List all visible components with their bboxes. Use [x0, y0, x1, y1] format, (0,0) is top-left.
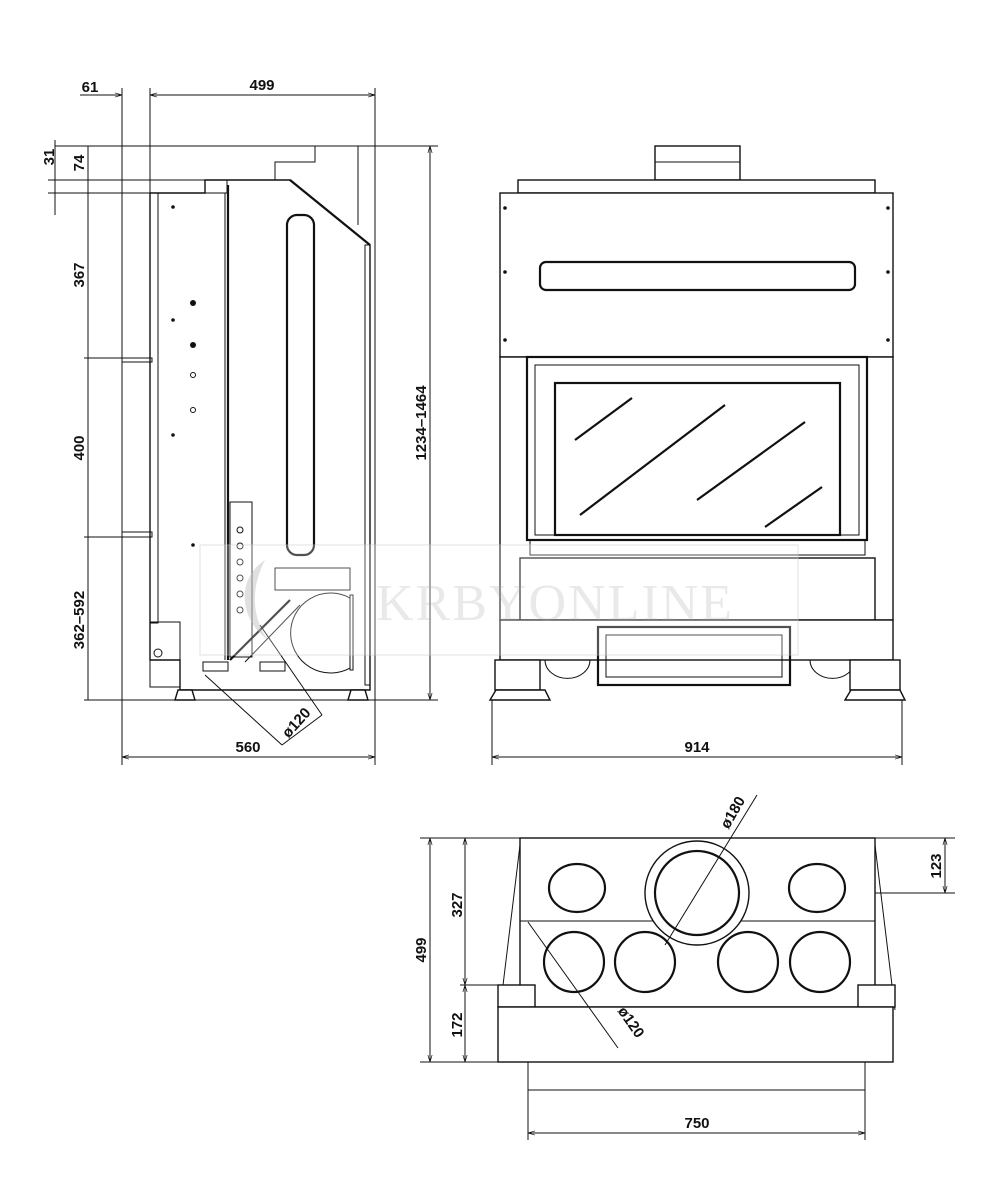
side-window-slot: [285, 213, 316, 557]
leader-180: [664, 794, 758, 946]
front-view: 914: [488, 145, 907, 765]
top-lower-box: [497, 1006, 894, 1063]
dim-label-499: 499: [249, 77, 274, 94]
dim-label-400: 400: [71, 435, 88, 460]
top-port: [716, 930, 780, 994]
dim-label-123: 123: [928, 853, 945, 878]
top-view: 499 327 172 123 ø180 ø120 750: [413, 794, 955, 1140]
dim-label-172: 172: [449, 1012, 466, 1037]
leader-120: [527, 921, 619, 1049]
dim-label-74: 74: [71, 154, 88, 171]
top-port-small: [787, 862, 847, 914]
dim-label-top-499: 499: [413, 937, 430, 962]
top-front-frame: [527, 1061, 866, 1091]
top-side-braces: [499, 844, 896, 1011]
front-glass: [553, 381, 842, 537]
side-foot-left: [174, 689, 196, 701]
dim-label-750: 750: [684, 1115, 709, 1132]
front-flue-collar: [654, 145, 741, 181]
side-view: 61 499 31 74 367 400 362–592 1234–1464 5…: [41, 77, 438, 765]
dim-label-1234-1464: 1234–1464: [413, 385, 430, 461]
dim-label-362-592: 362–592: [71, 591, 88, 649]
dim-label-560: 560: [235, 739, 260, 756]
dim-label-side-duct: ø120: [279, 705, 315, 742]
front-lower-box: [519, 557, 876, 621]
dim-label-31: 31: [41, 149, 58, 166]
side-connector-box: [274, 567, 351, 591]
top-flue-outlet: [653, 849, 741, 937]
front-feet: [488, 659, 907, 701]
top-port: [788, 930, 852, 994]
watermark: KRBYONLINE: [199, 544, 799, 656]
front-top-rail: [517, 179, 876, 194]
dim-label-180: ø180: [717, 794, 749, 832]
front-vent-box: [596, 625, 792, 687]
dim-label-367: 367: [71, 262, 88, 287]
dim-label-61: 61: [82, 79, 99, 96]
front-air-slot: [538, 260, 857, 292]
dim-label-327: 327: [449, 892, 466, 917]
dim-label-914: 914: [684, 739, 710, 756]
front-upper-box: [499, 192, 894, 358]
top-port: [542, 930, 606, 994]
top-port-small: [547, 862, 607, 914]
watermark-logo-icon: [244, 560, 268, 640]
side-flue-outline: [274, 145, 359, 225]
side-top-bracket: [204, 179, 228, 194]
top-port: [613, 930, 677, 994]
watermark-text: KRBYONLINE: [376, 575, 734, 632]
side-foot-right: [347, 689, 369, 701]
